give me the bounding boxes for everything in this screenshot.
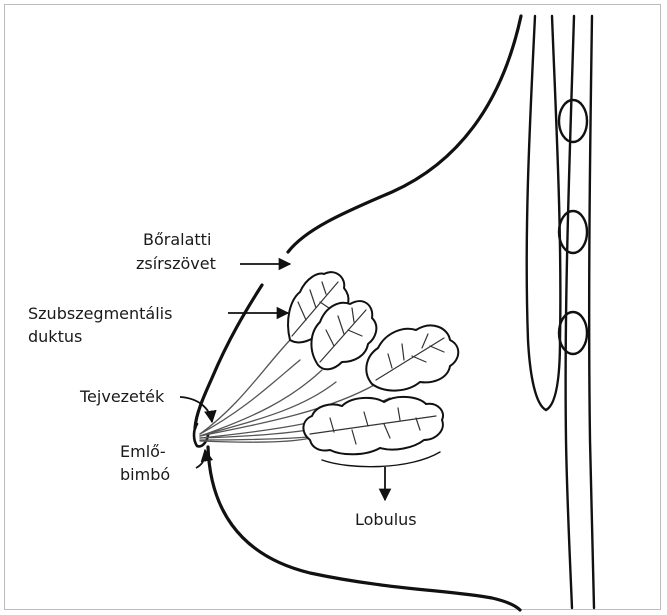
rib-section-3 bbox=[559, 312, 587, 354]
rib-section-2 bbox=[559, 211, 587, 253]
label-nipple-line1: Emlő- bbox=[120, 442, 166, 461]
label-subsegmental-duct-line1: Szubszegmentális bbox=[28, 304, 172, 323]
lobule-3 bbox=[366, 325, 458, 390]
arrow-nipple bbox=[196, 450, 205, 468]
label-subsegmental-duct-line2: duktus bbox=[28, 327, 82, 346]
rib-section-1 bbox=[559, 100, 587, 142]
labels: Bőralatti zsírszövet Szubszegmentális du… bbox=[28, 230, 417, 529]
label-subcutaneous-fat-line2: zsírszövet bbox=[136, 254, 216, 273]
chest-wall bbox=[527, 16, 594, 608]
lobule-4 bbox=[303, 397, 443, 467]
label-subcutaneous-fat-line1: Bőralatti bbox=[143, 230, 211, 249]
label-nipple-line2: bimbó bbox=[120, 465, 170, 484]
label-milk-duct: Tejvezeték bbox=[79, 387, 165, 406]
label-lobule: Lobulus bbox=[355, 510, 417, 529]
